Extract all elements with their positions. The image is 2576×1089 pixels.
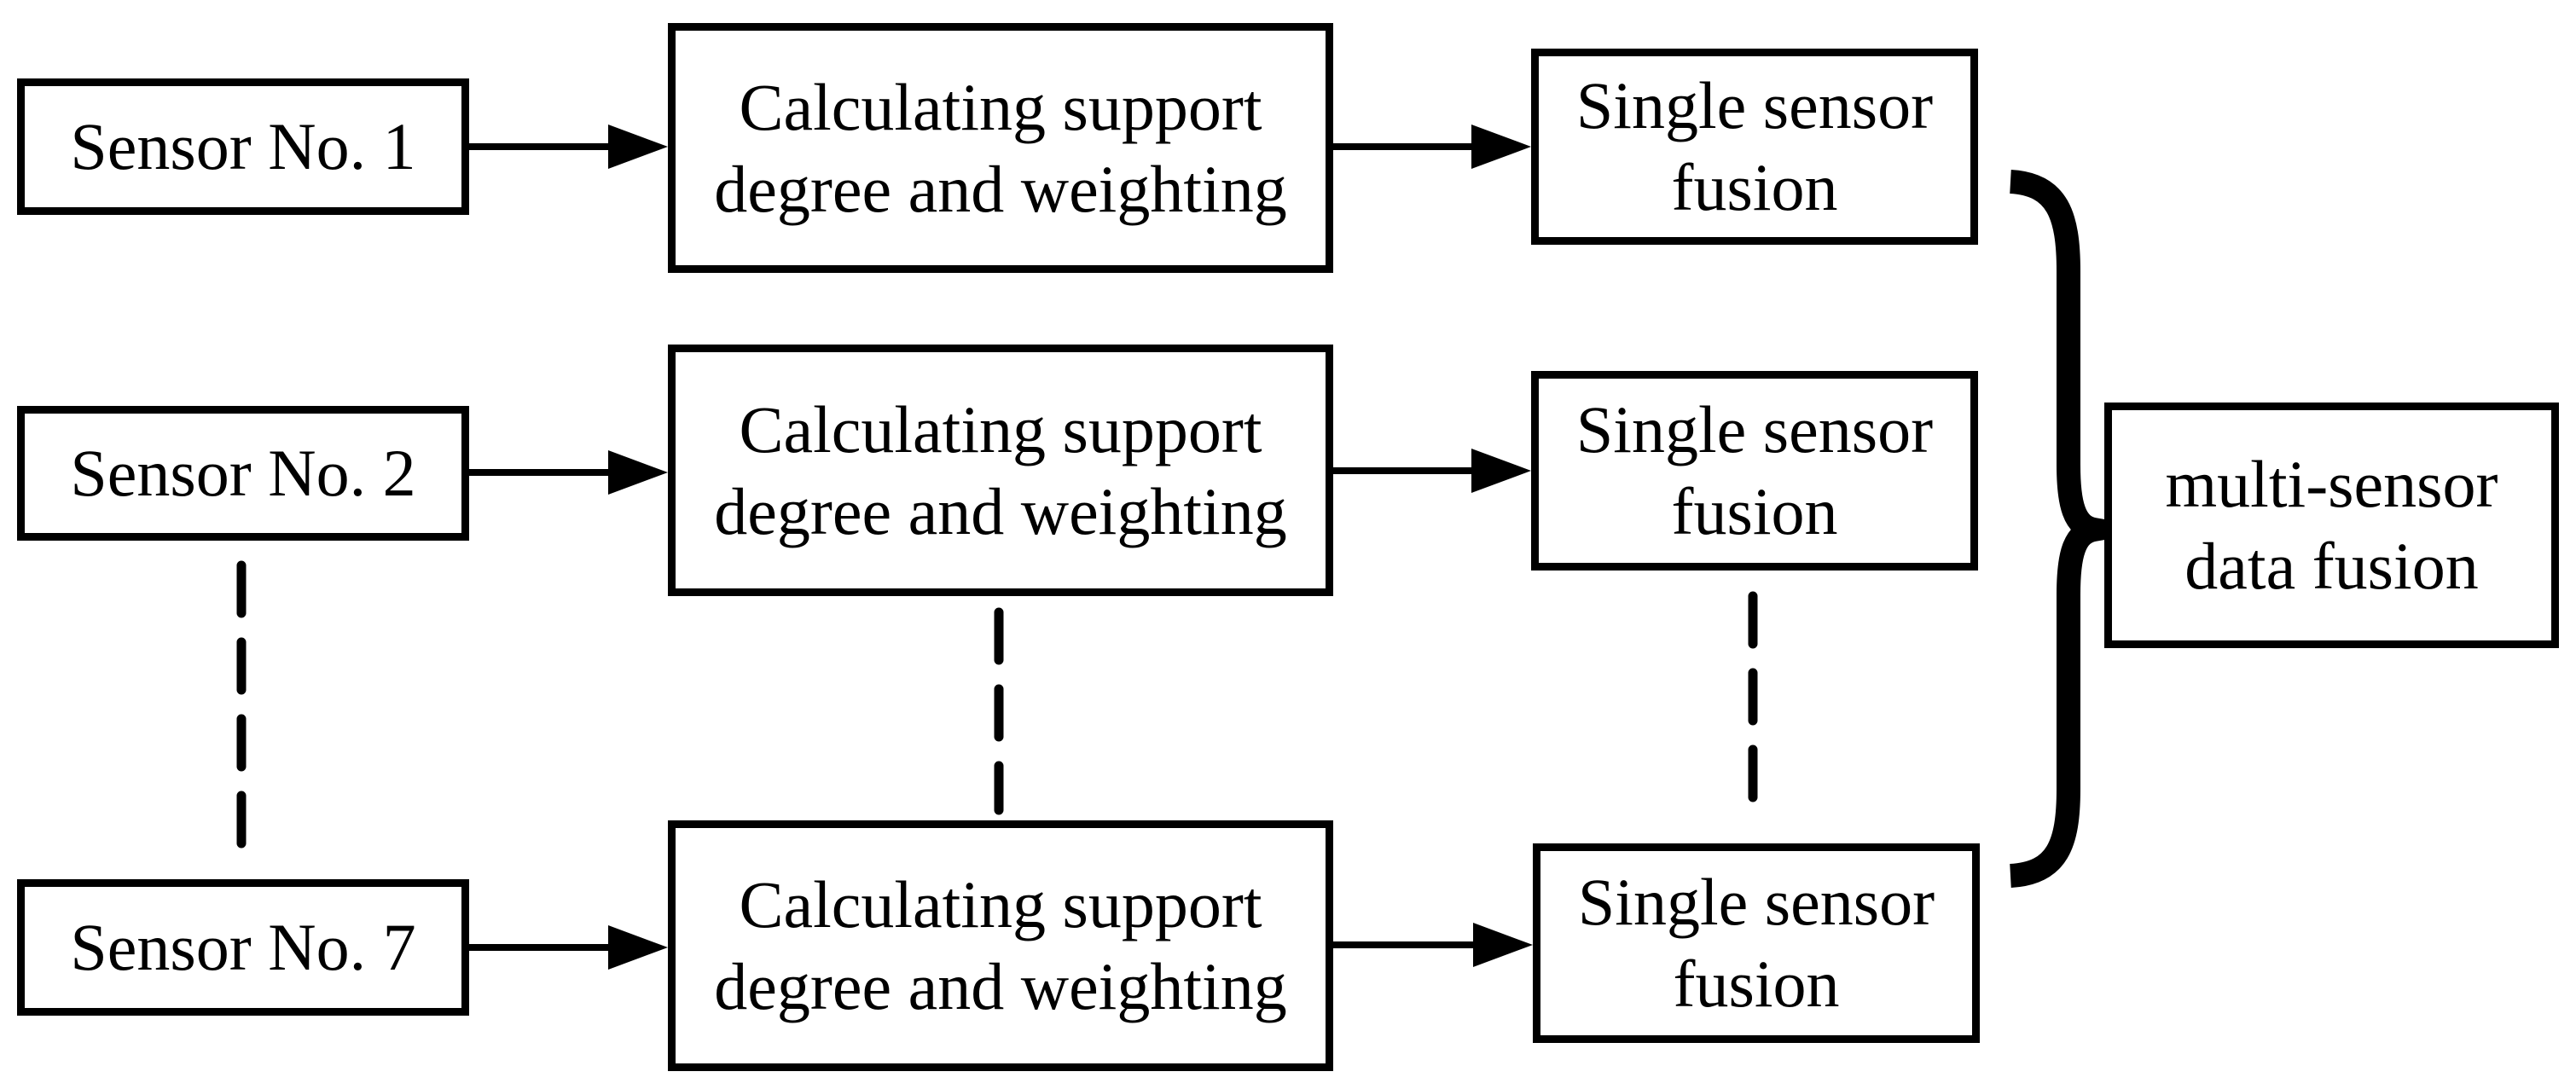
single-fusion-1-line2: fusion	[1671, 150, 1838, 224]
single-fusion-3-line2: fusion	[1673, 947, 1840, 1021]
calc-support-1-line2: degree and weighting	[714, 151, 1287, 226]
arrow-calc1-to-fusion1	[1333, 125, 1531, 169]
calc-support-2-line1: Calculating support	[739, 391, 1262, 466]
calc-support-1-line1: Calculating support	[739, 69, 1262, 144]
arrow-sensor1-to-calc1	[469, 125, 668, 169]
sensor-1-label: Sensor No. 1	[70, 109, 416, 183]
calc-support-3-line1: Calculating support	[739, 867, 1262, 941]
calc-support-2-line2: degree and weighting	[714, 473, 1287, 548]
single-fusion-box-1: Single sensor fusion	[1531, 49, 1978, 245]
multi-sensor-fusion-line1: multi-sensor	[2165, 447, 2498, 521]
arrow-sensor2-to-calc2	[469, 450, 668, 495]
sensor-2-label: Sensor No. 2	[70, 436, 416, 510]
single-fusion-box-3: Single sensor fusion	[1533, 843, 1980, 1043]
calc-support-box-2: Calculating support degree and weighting	[668, 345, 1333, 596]
calc-support-box-1: Calculating support degree and weighting	[668, 23, 1333, 273]
calc-support-box-3: Calculating support degree and weighting	[668, 820, 1333, 1071]
single-fusion-3-line1: Single sensor	[1577, 865, 1935, 939]
sensor-1-box: Sensor No. 1	[17, 78, 469, 215]
multi-sensor-fusion-line2: data fusion	[2184, 529, 2479, 603]
multi-sensor-fusion-box: multi-sensor data fusion	[2104, 403, 2559, 648]
single-fusion-2-line2: fusion	[1671, 474, 1838, 548]
calc-support-3-line2: degree and weighting	[714, 949, 1287, 1023]
arrow-sensor7-to-calc3	[469, 925, 668, 970]
sensor-7-label: Sensor No. 7	[70, 910, 416, 984]
single-fusion-box-2: Single sensor fusion	[1531, 371, 1978, 571]
single-fusion-1-line1: Single sensor	[1575, 68, 1934, 142]
single-fusion-2-line1: Single sensor	[1575, 392, 1934, 466]
arrow-calc2-to-fusion2	[1333, 449, 1531, 493]
sensor-7-box: Sensor No. 7	[17, 879, 469, 1016]
arrow-calc3-to-fusion3	[1333, 923, 1533, 967]
sensor-2-box: Sensor No. 2	[17, 406, 469, 541]
curly-brace	[2009, 170, 2164, 888]
